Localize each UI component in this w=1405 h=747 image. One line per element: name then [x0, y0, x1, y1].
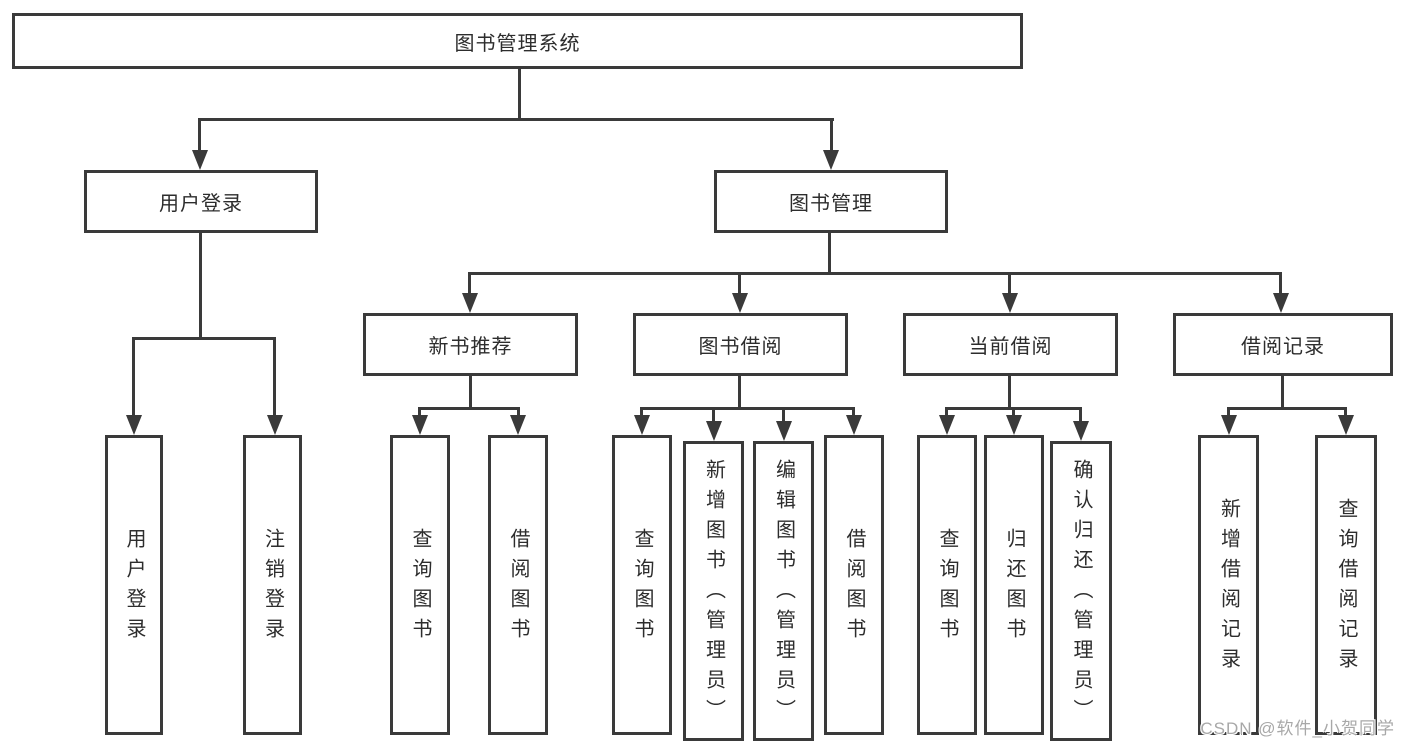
connector-line	[517, 407, 520, 421]
arrow-down-icon	[126, 415, 142, 435]
connector-line	[945, 407, 948, 421]
connector-line	[1344, 407, 1347, 421]
leaf-current-query-book: 查询图书	[917, 435, 977, 735]
connector-line	[518, 69, 521, 121]
connector-line	[782, 407, 785, 425]
connector-line	[1012, 407, 1015, 421]
connector-line	[712, 407, 715, 425]
connector-line	[198, 118, 201, 154]
connector-line	[640, 407, 643, 421]
connector-line	[468, 272, 471, 296]
connector-line	[738, 272, 741, 296]
arrow-down-icon	[1338, 415, 1354, 435]
arrow-down-icon	[267, 415, 283, 435]
connector-line	[273, 337, 276, 417]
arrow-down-icon	[939, 415, 955, 435]
arrow-down-icon	[732, 293, 748, 313]
connector-line	[198, 118, 834, 121]
arrow-down-icon	[706, 421, 722, 441]
leaf-query-borrow-record: 查询借阅记录	[1315, 435, 1377, 735]
arrow-down-icon	[1006, 415, 1022, 435]
arrow-down-icon	[412, 415, 428, 435]
arrow-down-icon	[192, 150, 208, 170]
leaf-add-book-admin: 新增图书（管理员）	[683, 441, 744, 741]
arrow-down-icon	[510, 415, 526, 435]
leaf-edit-book-admin: 编辑图书（管理员）	[753, 441, 814, 741]
connector-line	[830, 118, 833, 154]
connector-line	[1227, 407, 1230, 421]
connector-line	[199, 233, 202, 340]
node-library-management-system: 图书管理系统	[12, 13, 1023, 69]
leaf-return-book: 归还图书	[984, 435, 1044, 735]
arrow-down-icon	[823, 150, 839, 170]
node-user-login: 用户登录	[84, 170, 318, 233]
arrow-down-icon	[1073, 421, 1089, 441]
connector-line	[1227, 407, 1347, 410]
csdn-watermark: CSDN @软件_小贺同学	[1200, 719, 1395, 738]
leaf-recommend-query-book: 查询图书	[390, 435, 450, 735]
connector-line	[132, 337, 135, 417]
arrow-down-icon	[634, 415, 650, 435]
arrow-down-icon	[1273, 293, 1289, 313]
arrow-down-icon	[776, 421, 792, 441]
node-book-borrowing: 图书借阅	[633, 313, 848, 376]
connector-line	[1281, 376, 1284, 410]
connector-line	[469, 376, 472, 410]
connector-line	[418, 407, 421, 421]
connector-line	[1279, 272, 1282, 296]
node-current-borrowing: 当前借阅	[903, 313, 1118, 376]
leaf-recommend-borrow-book: 借阅图书	[488, 435, 548, 735]
connector-line	[132, 337, 276, 340]
connector-line	[852, 407, 855, 421]
node-new-book-recommend: 新书推荐	[363, 313, 578, 376]
arrow-down-icon	[462, 293, 478, 313]
leaf-confirm-return-admin: 确认归还（管理员）	[1050, 441, 1112, 741]
connector-line	[1008, 376, 1011, 410]
leaf-borrowing-borrow-book: 借阅图书	[824, 435, 884, 735]
arrow-down-icon	[1002, 293, 1018, 313]
connector-line	[1008, 272, 1011, 296]
leaf-logout: 注销登录	[243, 435, 302, 735]
connector-line	[828, 233, 831, 275]
connector-line	[418, 407, 520, 410]
arrow-down-icon	[846, 415, 862, 435]
node-book-management: 图书管理	[714, 170, 948, 233]
connector-line	[640, 407, 855, 410]
connector-line	[738, 376, 741, 410]
connector-line	[468, 272, 1282, 275]
leaf-borrowing-query-book: 查询图书	[612, 435, 672, 735]
connector-line	[1079, 407, 1082, 425]
arrow-down-icon	[1221, 415, 1237, 435]
leaf-user-login: 用户登录	[105, 435, 163, 735]
node-borrowing-records: 借阅记录	[1173, 313, 1393, 376]
leaf-add-borrow-record: 新增借阅记录	[1198, 435, 1259, 735]
